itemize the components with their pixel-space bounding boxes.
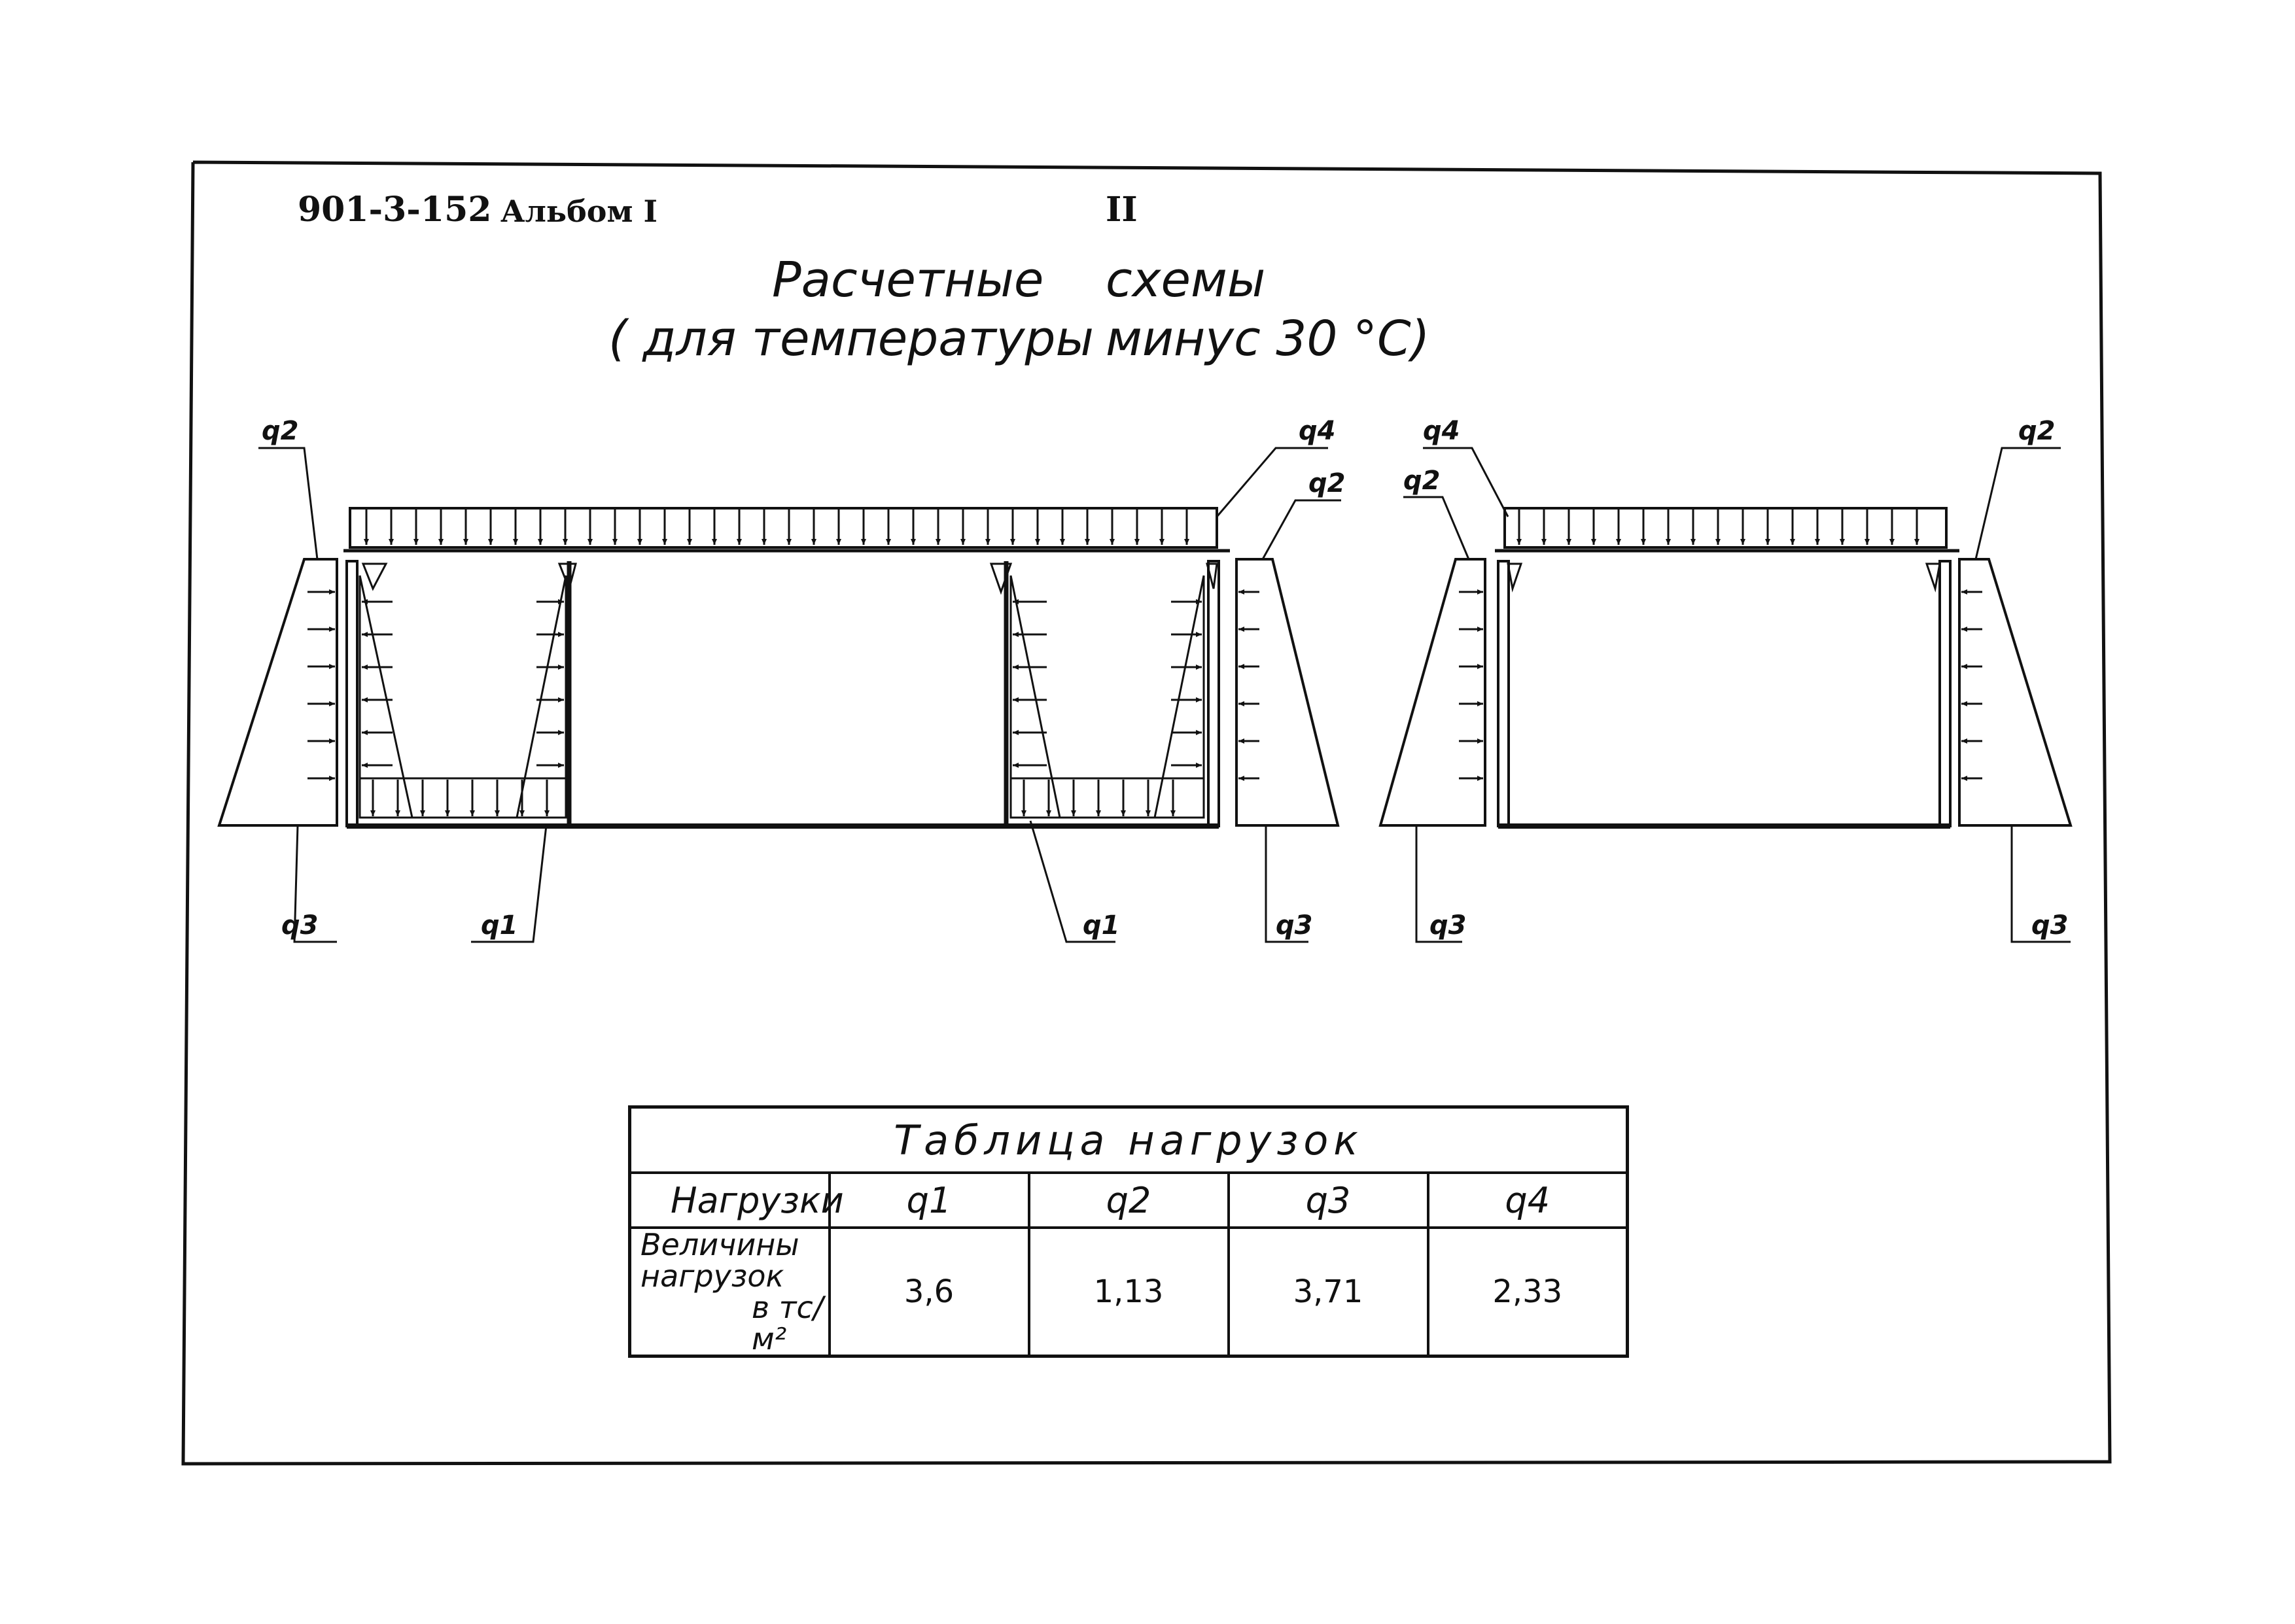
title-line1-b: схемы xyxy=(1106,252,1266,308)
doc-code: 901-3-152 xyxy=(298,190,492,230)
col-q3: q3 xyxy=(1227,1171,1429,1229)
label-q3-b: q3 xyxy=(1276,910,1312,941)
right-structure-scheme xyxy=(1378,507,2073,829)
col-q1: q1 xyxy=(828,1171,1030,1229)
row-label-values-line2: в тс/м² xyxy=(752,1290,824,1356)
left-outer-wall xyxy=(345,560,359,827)
right-soil-pressure-q3 xyxy=(1235,558,1340,827)
right-wall-r xyxy=(1938,560,1952,827)
leader-q4-right xyxy=(1423,447,1509,517)
table-title: Таблица нагрузок xyxy=(628,1105,1629,1174)
title-line2-a: ( для температуры xyxy=(608,311,1094,367)
label-q2-b: q2 xyxy=(1308,468,1345,498)
leader-q2-right-b xyxy=(1974,447,2061,560)
leader-q1-left-a xyxy=(471,825,548,943)
top-load-arrows xyxy=(364,510,1189,545)
leader-labels: q2 q3 q1 q1 q4 q2 q3 q4 q2 q3 q2 q3 xyxy=(262,416,2068,941)
title-line1-a: Расчетные xyxy=(772,252,1044,308)
bottom-load-2 xyxy=(1009,777,1205,819)
label-q3-a: q3 xyxy=(281,910,318,941)
leader-q3-left xyxy=(293,825,337,943)
haunch-r1 xyxy=(1507,562,1523,593)
album-label: Альбом I xyxy=(500,194,657,229)
water-pressure-arrows xyxy=(362,599,1202,768)
left-soil-pressure-r xyxy=(1378,558,1486,827)
label-leaders xyxy=(258,447,2071,943)
value-q3: 3,71 xyxy=(1227,1226,1429,1358)
bottom-load-1 xyxy=(359,777,567,819)
label-q2-c: q2 xyxy=(1403,466,1440,496)
leader-q2-right-a xyxy=(1403,496,1470,560)
leader-q2-left xyxy=(258,447,319,560)
label-q3-c: q3 xyxy=(1429,910,1466,941)
water-triangle-1 xyxy=(359,575,413,819)
label-q1-a: q1 xyxy=(481,910,517,941)
haunch-r2 xyxy=(1925,562,1941,593)
value-q1: 3,6 xyxy=(828,1226,1030,1358)
label-q1-b: q1 xyxy=(1083,910,1119,941)
water-triangle-2 xyxy=(516,575,567,819)
leader-q2-mid xyxy=(1261,499,1341,560)
value-q2: 1,13 xyxy=(1027,1226,1230,1358)
row-label-values: Величины нагрузок в тс/м² xyxy=(628,1226,831,1358)
bottom-load-arrows xyxy=(370,780,1176,816)
leader-q3-right-b xyxy=(2010,825,2071,943)
leader-q1-left-b xyxy=(1029,820,1115,943)
top-load-q4-block xyxy=(349,507,1218,549)
water-triangle-3 xyxy=(1009,575,1061,819)
value-q4: 2,33 xyxy=(1426,1226,1629,1358)
left-soil-pressure-q3 xyxy=(217,558,338,827)
label-q2-a: q2 xyxy=(262,416,298,446)
haunch-1 xyxy=(361,562,388,591)
right-outer-wall xyxy=(1207,560,1220,827)
haunch-4 xyxy=(1206,562,1218,589)
left-structure-scheme xyxy=(217,507,1340,829)
haunch-2 xyxy=(557,562,577,592)
haunch-3 xyxy=(989,562,1013,595)
top-load-q4-block-r xyxy=(1503,507,1948,549)
right-soil-pressure-r xyxy=(1958,558,2073,827)
soil-pressure-arrows xyxy=(307,589,1259,781)
label-q4-a: q4 xyxy=(1299,416,1335,446)
sheet-frame xyxy=(181,160,2112,1466)
leader-q3-right-a xyxy=(1415,825,1462,943)
label-q4-b: q4 xyxy=(1423,416,1460,446)
leader-q3-mid xyxy=(1265,825,1308,943)
row-label-values-line1: Величины нагрузок xyxy=(640,1227,799,1294)
col-q2: q2 xyxy=(1027,1171,1230,1229)
row-label-loads: Нагрузки xyxy=(628,1171,844,1229)
sheet-number: II xyxy=(1106,190,1138,230)
title-line2-b: минус 30 °С) xyxy=(1106,311,1430,367)
load-table: Таблица нагрузок Нагрузки q1 q2 q3 q4 Ве… xyxy=(628,1105,1629,1358)
label-q2-d: q2 xyxy=(2018,416,2055,446)
soil-pressure-arrows-right xyxy=(1459,589,1982,781)
left-wall-r xyxy=(1497,560,1510,827)
water-triangle-4 xyxy=(1153,575,1205,819)
col-q4: q4 xyxy=(1426,1171,1629,1229)
leader-q4-left xyxy=(1216,447,1328,517)
top-load-arrows-right xyxy=(1516,510,1919,545)
label-q3-d: q3 xyxy=(2031,910,2068,941)
